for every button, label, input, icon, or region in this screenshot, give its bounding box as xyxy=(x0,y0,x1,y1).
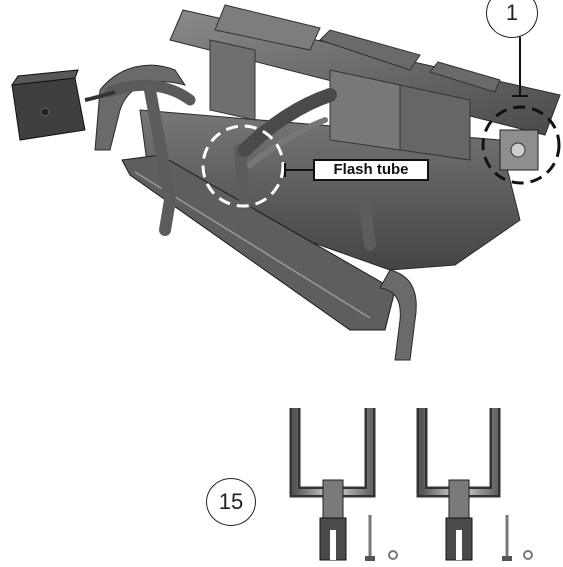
valve-callout-circle xyxy=(481,105,561,185)
flash-tube-callout-circle xyxy=(201,124,285,208)
front-grate-leg xyxy=(379,269,417,361)
washer-icon xyxy=(388,550,398,560)
part-number-15: 15 xyxy=(206,478,256,526)
control-box xyxy=(11,77,86,141)
flash-tube-label: Flash tube xyxy=(313,159,429,181)
u-bracket-right xyxy=(416,408,533,561)
flash-tube xyxy=(238,88,337,157)
u-bracket-left xyxy=(289,408,398,561)
part-number-1: 1 xyxy=(486,0,538,38)
burner-assembly xyxy=(10,4,561,361)
washer-icon xyxy=(523,550,533,560)
